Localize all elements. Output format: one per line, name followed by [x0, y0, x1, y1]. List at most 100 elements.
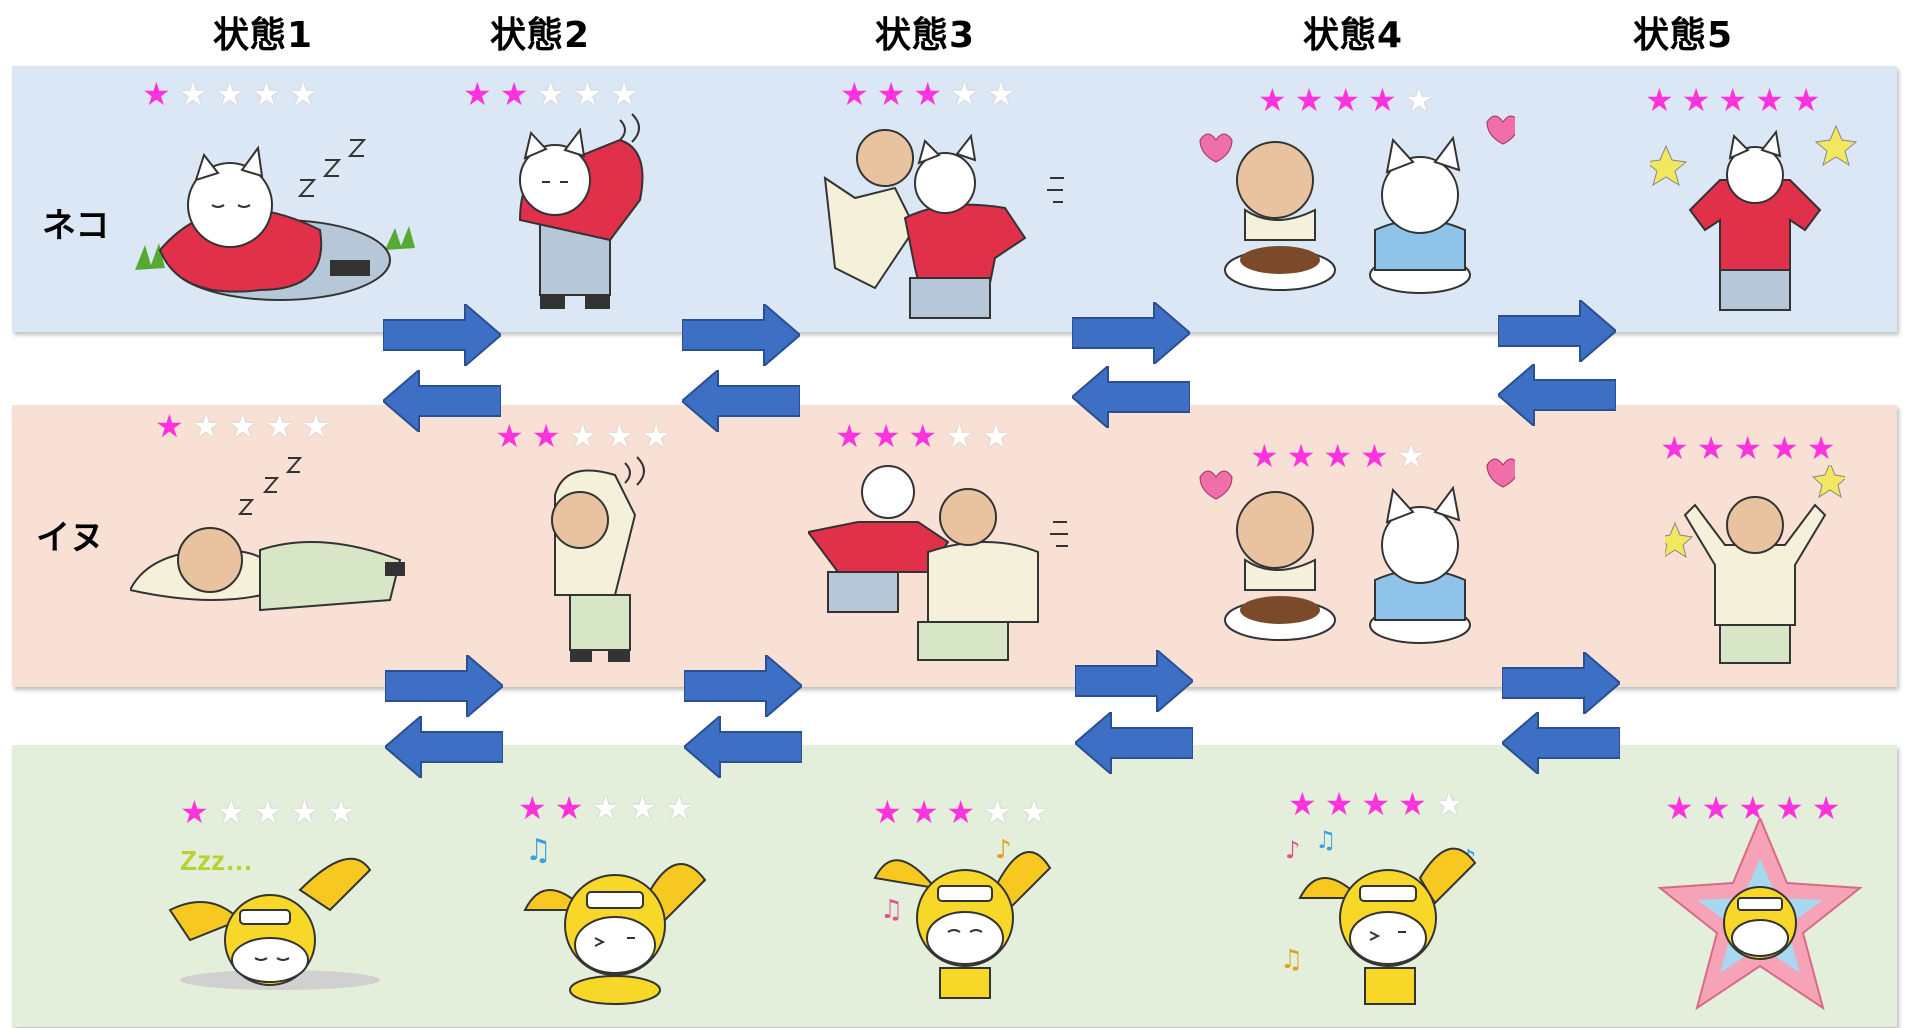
cat-character-icon [1650, 124, 1858, 311]
svg-text:♫: ♫ [525, 833, 552, 868]
star-filled-icon: ★ [1718, 81, 1756, 119]
star-empty-icon: ★ [228, 407, 266, 445]
star-empty-icon: ★ [983, 793, 1020, 831]
star-filled-icon: ★ [1738, 789, 1776, 827]
star-empty-icon: ★ [178, 75, 216, 113]
star-empty-icon: ★ [568, 417, 606, 455]
star-empty-icon: ★ [591, 789, 629, 827]
cat-character-icon [823, 129, 1064, 319]
star-filled-icon: ★ [495, 417, 532, 455]
left-arrow-icon [682, 370, 800, 432]
right-arrow-icon [684, 655, 802, 717]
star-rating: ★★★★★ [1250, 440, 1433, 472]
left-arrow-icon [383, 370, 501, 432]
cat-character-icon [808, 465, 1068, 661]
star-filled-icon: ★ [1696, 429, 1734, 467]
dog-character-icon [1199, 458, 1515, 644]
star-empty-icon: ★ [252, 75, 289, 113]
star-filled-icon: ★ [909, 793, 947, 831]
star-empty-icon: ★ [1019, 793, 1057, 831]
star-empty-icon: ★ [326, 793, 364, 831]
dog-character-icon [1199, 115, 1515, 294]
star-filled-icon: ★ [1324, 785, 1362, 823]
star-empty-icon: ★ [253, 793, 291, 831]
svg-text:♪: ♪ [995, 835, 1012, 865]
star-rating: ★★★★★ [495, 420, 678, 452]
star-filled-icon: ★ [1806, 429, 1844, 467]
star-filled-icon: ★ [1701, 789, 1739, 827]
star-filled-icon: ★ [1665, 789, 1702, 827]
star-rating: ★★★★★ [1660, 432, 1843, 464]
rabbit-character-icon: ♪ ♫ ♪ ♫ [1280, 826, 1477, 1005]
star-filled-icon: ★ [1288, 785, 1325, 823]
star-filled-icon: ★ [1791, 81, 1829, 119]
star-filled-icon: ★ [1755, 81, 1792, 119]
left-arrow-icon [1075, 712, 1193, 774]
rabbit-character-icon: Zzz… [168, 845, 380, 990]
star-empty-icon: ★ [1404, 81, 1442, 119]
star-empty-icon: ★ [215, 75, 253, 113]
svg-text:♪: ♪ [1285, 836, 1300, 864]
star-empty-icon: ★ [1434, 785, 1472, 823]
state-header-3: 状態3 [875, 15, 976, 56]
star-empty-icon: ★ [641, 417, 679, 455]
rabbit-character-icon [1657, 818, 1863, 1011]
dog-character-icon [130, 457, 405, 612]
rabbit-character-icon: ♫ [523, 833, 707, 1005]
star-filled-icon: ★ [1645, 81, 1682, 119]
state-header-1: 状態1 [213, 15, 314, 56]
star-filled-icon: ★ [499, 75, 537, 113]
star-filled-icon: ★ [1360, 437, 1397, 475]
star-rating: ★★★★★ [1258, 84, 1441, 116]
star-filled-icon: ★ [1361, 785, 1399, 823]
star-filled-icon: ★ [873, 793, 910, 831]
star-filled-icon: ★ [871, 417, 909, 455]
star-filled-icon: ★ [554, 789, 592, 827]
right-arrow-icon [385, 655, 503, 717]
star-empty-icon: ★ [950, 75, 987, 113]
state-header-4: 状態4 [1303, 15, 1404, 56]
left-arrow-icon [1502, 712, 1620, 774]
state-header-5: 状態5 [1633, 15, 1734, 56]
star-rating: ★★★★★ [180, 796, 363, 828]
star-filled-icon: ★ [1323, 437, 1361, 475]
svg-text:Zzz…: Zzz… [180, 845, 253, 876]
star-rating: ★★★★★ [518, 792, 701, 824]
star-rating: ★★★★★ [835, 420, 1018, 452]
star-empty-icon: ★ [536, 75, 574, 113]
star-rating: ★★★★★ [155, 410, 338, 442]
star-filled-icon: ★ [518, 789, 555, 827]
star-empty-icon: ★ [605, 417, 642, 455]
left-arrow-icon [1072, 366, 1190, 428]
svg-text:♫: ♫ [880, 895, 903, 925]
star-empty-icon: ★ [1396, 437, 1434, 475]
star-empty-icon: ★ [191, 407, 229, 445]
star-empty-icon: ★ [288, 75, 326, 113]
right-arrow-icon [1498, 300, 1616, 362]
left-arrow-icon [684, 716, 802, 778]
star-empty-icon: ★ [945, 417, 982, 455]
right-arrow-icon [1072, 302, 1190, 364]
star-filled-icon: ★ [142, 75, 179, 113]
star-filled-icon: ★ [908, 417, 946, 455]
row-label-cat: ネコ [42, 206, 110, 246]
left-arrow-icon [1498, 364, 1616, 426]
star-rating: ★★★★★ [142, 78, 325, 110]
star-filled-icon: ★ [913, 75, 951, 113]
star-filled-icon: ★ [1733, 429, 1771, 467]
star-empty-icon: ★ [628, 789, 665, 827]
star-empty-icon: ★ [290, 793, 327, 831]
star-filled-icon: ★ [1258, 81, 1295, 119]
star-filled-icon: ★ [463, 75, 500, 113]
star-filled-icon: ★ [1770, 429, 1807, 467]
star-filled-icon: ★ [1775, 789, 1812, 827]
right-arrow-icon [1502, 652, 1620, 714]
star-rating: ★★★★★ [463, 78, 646, 110]
left-arrow-icon [385, 716, 503, 778]
star-filled-icon: ★ [1660, 429, 1697, 467]
star-filled-icon: ★ [180, 793, 217, 831]
dog-character-icon [1665, 465, 1845, 664]
star-filled-icon: ★ [155, 407, 192, 445]
star-filled-icon: ★ [1286, 437, 1324, 475]
star-empty-icon: ★ [981, 417, 1019, 455]
